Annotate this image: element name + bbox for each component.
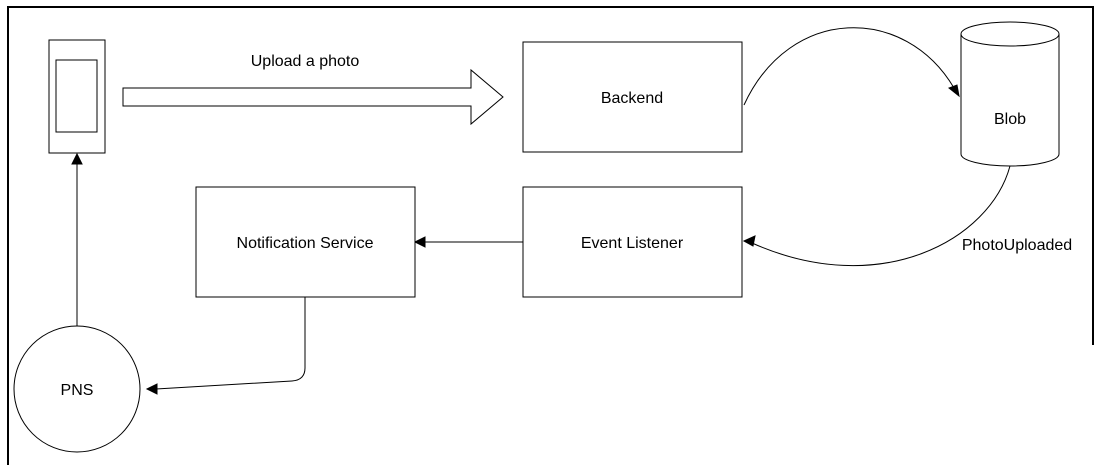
pns-node: PNS bbox=[13, 325, 141, 453]
backend-to-blob-edge bbox=[743, 27, 955, 106]
blob-label: Blob bbox=[994, 111, 1026, 128]
upload-arrow bbox=[122, 68, 504, 126]
notification-to-pns-edge bbox=[155, 297, 306, 390]
blob-to-listener-edge bbox=[751, 165, 1011, 267]
photo-uploaded-label: PhotoUploaded bbox=[962, 237, 1072, 254]
event-listener-label: Event Listener bbox=[581, 235, 684, 252]
blob-to-listener-arrowhead bbox=[742, 235, 756, 247]
blob-node: Blob bbox=[960, 21, 1060, 167]
backend-label: Backend bbox=[601, 90, 663, 107]
event-listener-node: Event Listener bbox=[522, 186, 743, 298]
listener-to-notification-arrowhead bbox=[413, 236, 426, 248]
backend-to-blob-arrowhead bbox=[948, 84, 960, 98]
diagram-frame bbox=[7, 6, 1094, 465]
notification-to-pns-arrowhead bbox=[145, 383, 158, 395]
backend-node: Backend bbox=[522, 41, 743, 153]
notification-service-node: Notification Service bbox=[195, 186, 416, 298]
notification-service-label: Notification Service bbox=[237, 235, 374, 252]
upload-label: Upload a photo bbox=[251, 53, 360, 70]
pns-to-phone-arrowhead bbox=[71, 152, 83, 165]
phone-icon bbox=[48, 39, 106, 154]
pns-label: PNS bbox=[61, 382, 94, 399]
